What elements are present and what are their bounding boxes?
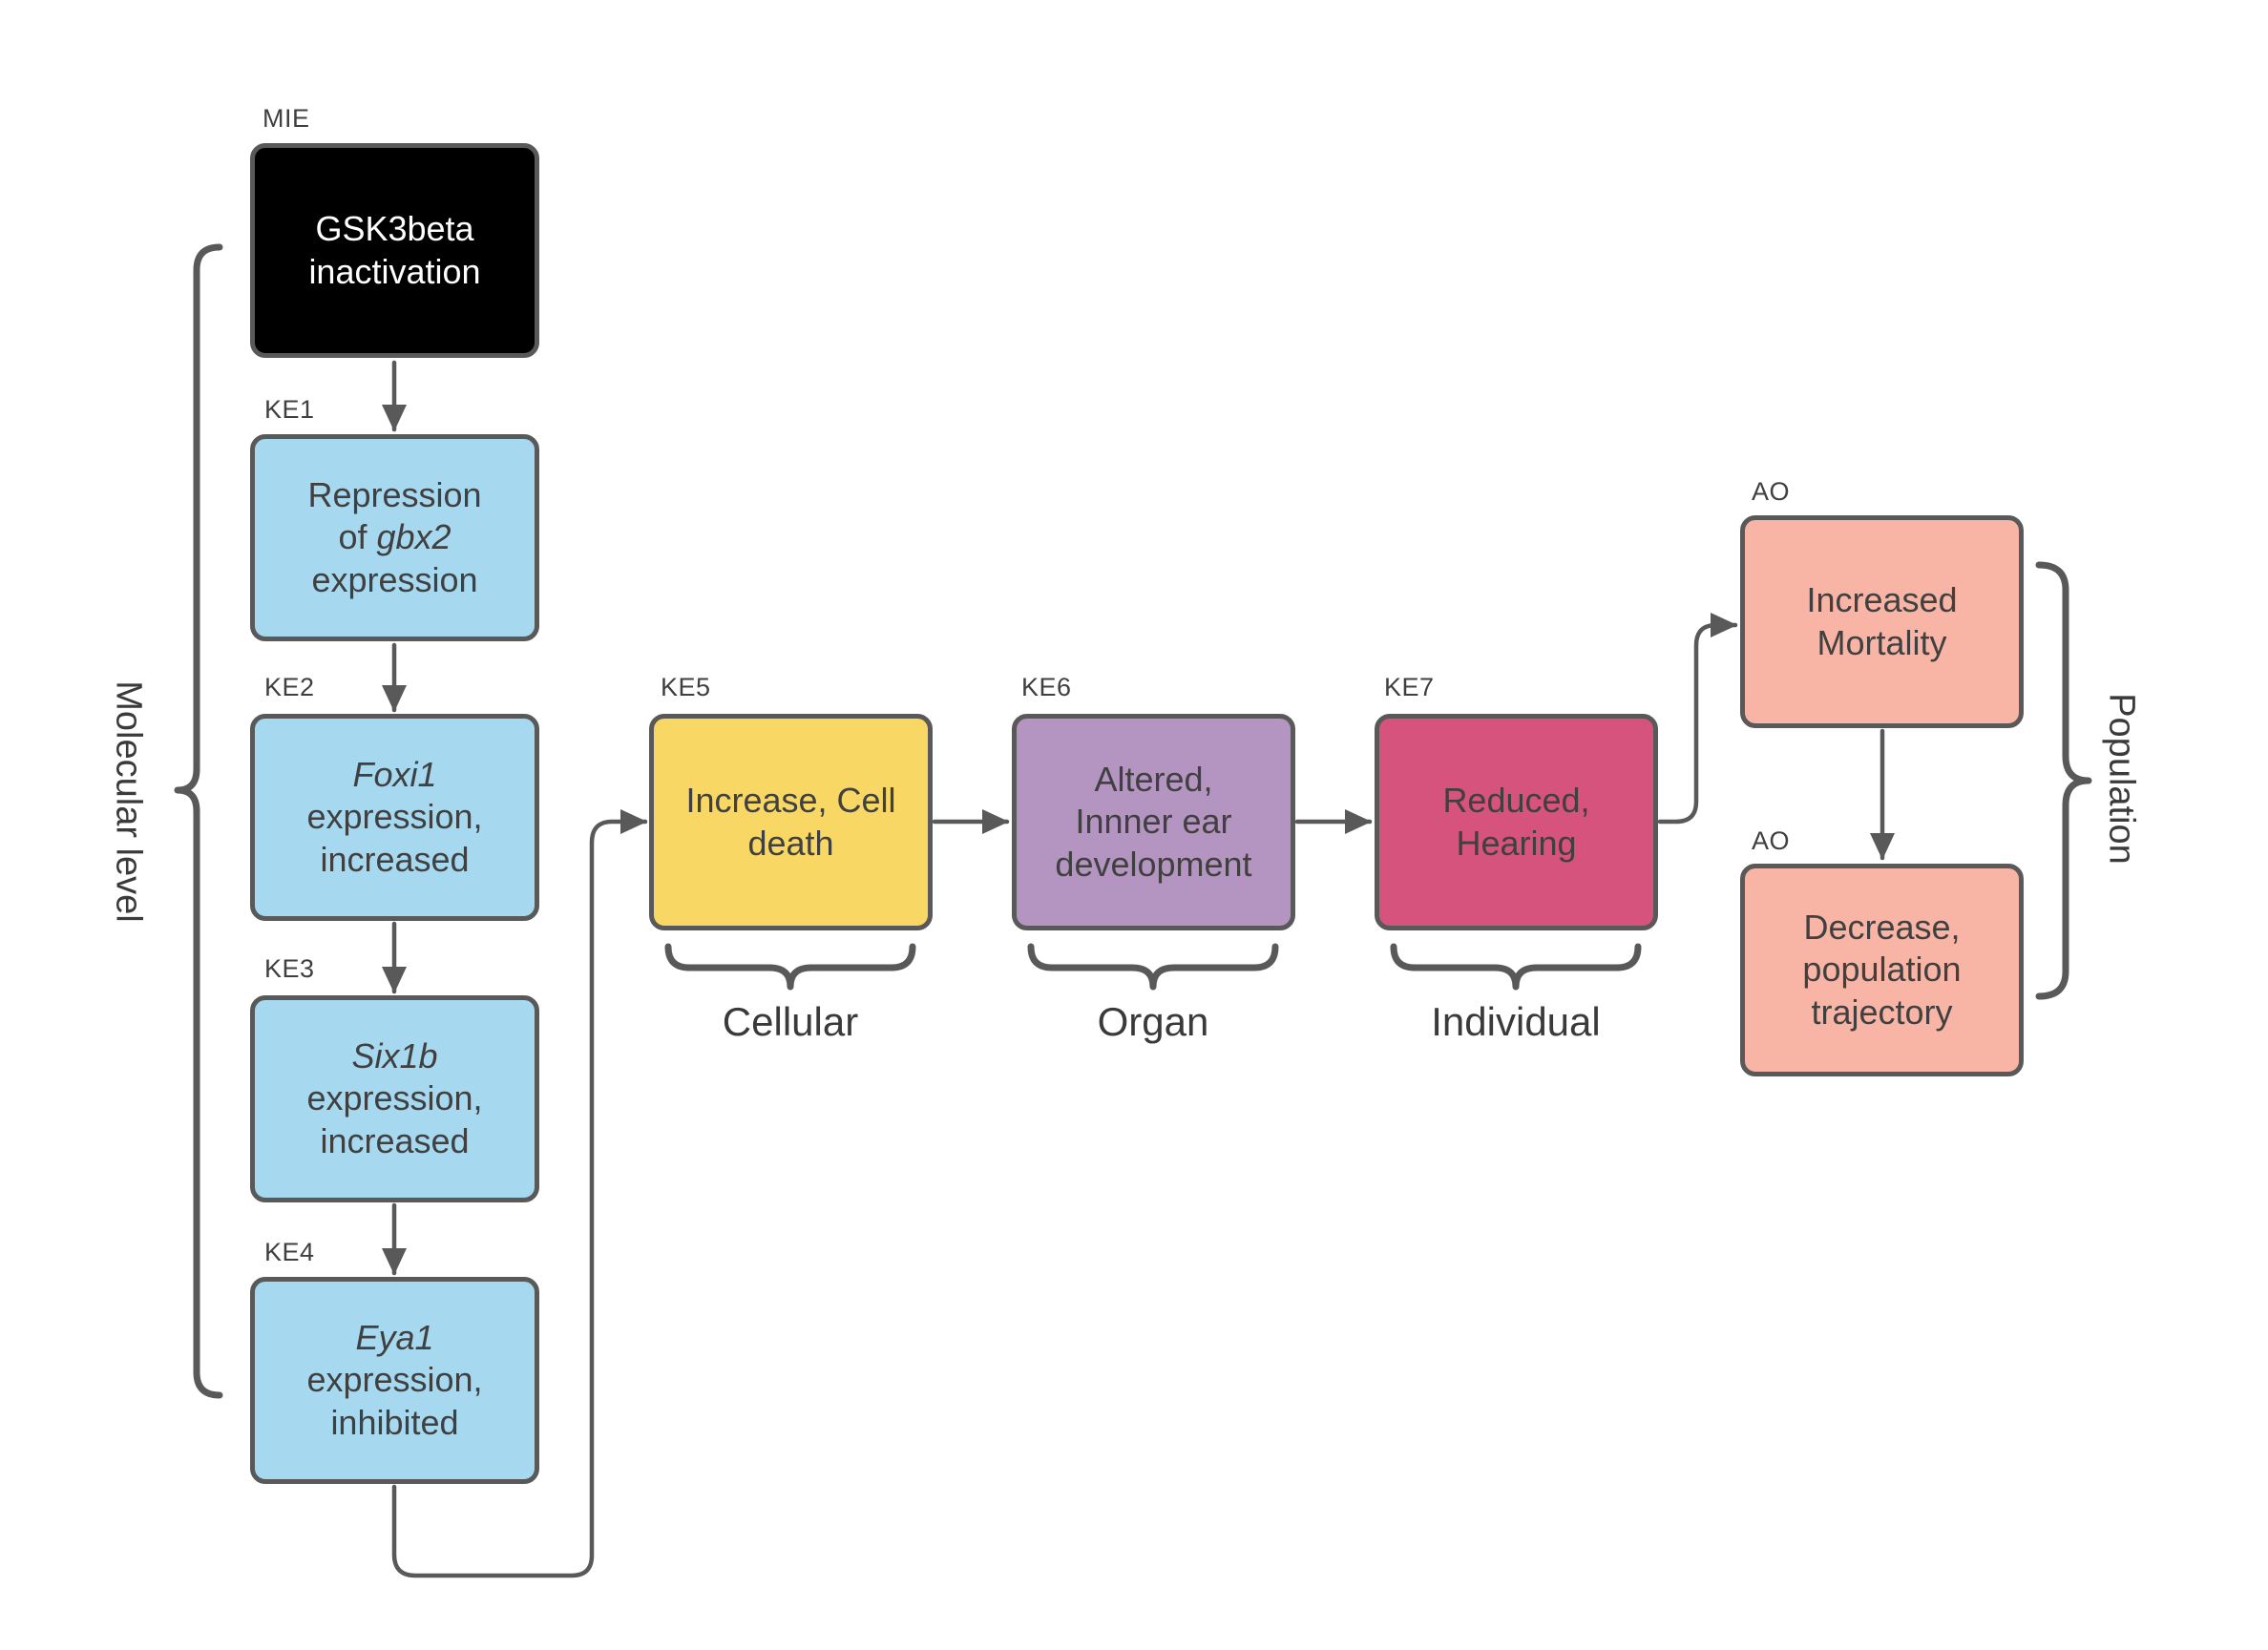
label-molecular-level: Molecular level [108,680,149,923]
underbrace-organ [1027,943,1279,991]
underbrace-individual [1390,943,1642,991]
tag-ao-mortality: AO [1752,477,1791,506]
tag-ao-population: AO [1752,826,1791,855]
arrow-ke7-to-ao1 [1657,613,1738,825]
node-ke7-reduced-hearing: Reduced,Hearing [1375,714,1658,930]
node-text: Reduced,Hearing [1442,780,1590,863]
brace-molecular-level [174,243,223,1399]
tag-mie: MIE [262,104,310,133]
tag-ke4: KE4 [264,1238,315,1266]
tag-ke6: KE6 [1021,673,1072,701]
label-cellular: Cellular [722,999,859,1044]
tag-ke2: KE2 [264,673,315,701]
underbrace-cellular [664,943,916,991]
tag-ke3: KE3 [264,954,315,983]
label-organ: Organ [1097,999,1209,1044]
label-individual: Individual [1431,999,1601,1044]
tag-ke7: KE7 [1384,673,1435,701]
label-population: Population [2101,693,2142,865]
tag-ke5: KE5 [661,673,711,701]
arrow-ke4-to-ke5 [391,809,648,1578]
brace-population [2035,561,2092,1000]
tag-ke1: KE1 [264,395,315,424]
